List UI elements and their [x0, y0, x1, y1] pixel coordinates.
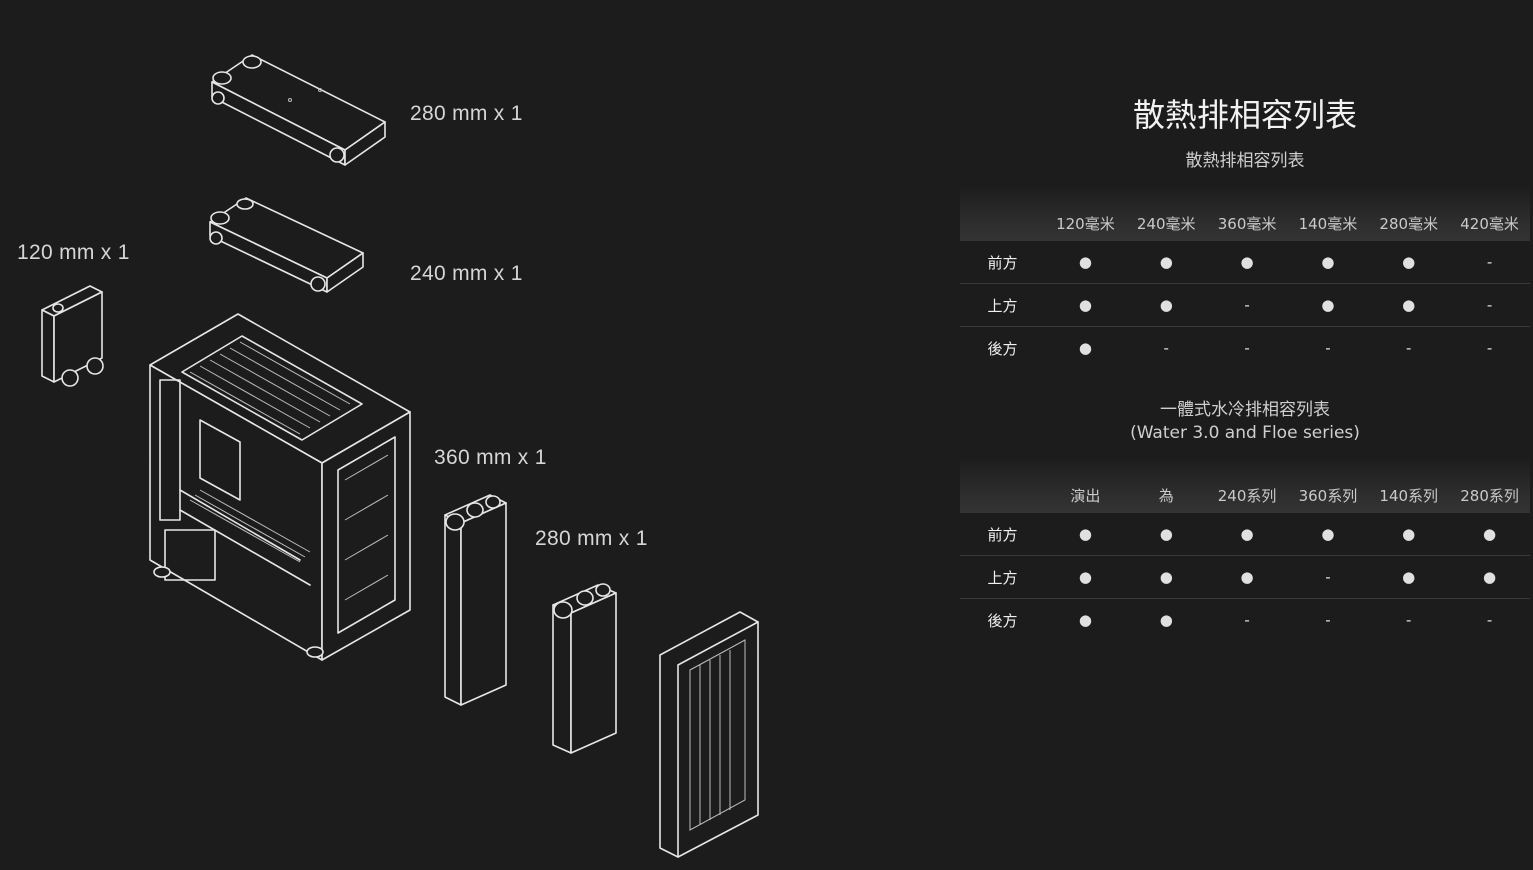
row-label: 前方	[960, 513, 1045, 556]
table-row: 後方 ● - - - - -	[960, 327, 1530, 370]
column-header: 為	[1125, 457, 1207, 513]
radiator-120-rear-drawing	[41, 285, 104, 387]
table-cell: ●	[1078, 611, 1092, 629]
table-cell: ●	[1368, 513, 1450, 556]
pc-case-drawing	[149, 313, 411, 661]
table-cell: -	[1163, 339, 1169, 357]
table-cell: ●	[1045, 283, 1126, 327]
row-label: 上方	[960, 555, 1045, 599]
column-header: 280系列	[1449, 457, 1530, 513]
column-header	[960, 185, 1045, 241]
table-row: 後方 ● ● - - - -	[960, 599, 1530, 642]
table-cell: ●	[1449, 513, 1530, 556]
column-header: 140毫米	[1287, 185, 1369, 241]
table-cell: ●	[1449, 555, 1530, 599]
radiator-compatibility-table: 120毫米 240毫米 360毫米 140毫米 280毫米 420毫米 前方 ●…	[960, 185, 1530, 369]
aio-compatibility-table: 演出 為 240系列 360系列 140系列 280系列 前方 ● ● ● ● …	[960, 457, 1530, 641]
table-cell: ●	[1368, 283, 1450, 327]
radiator-280-top-drawing	[211, 54, 386, 166]
front-panel-drawing	[659, 611, 759, 858]
table-cell: -	[1406, 611, 1412, 629]
column-header: 360系列	[1287, 457, 1369, 513]
table-cell: ●	[1125, 283, 1207, 327]
column-header: 120毫米	[1045, 185, 1126, 241]
table-cell: -	[1449, 283, 1530, 327]
label-280-top: 280 mm x 1	[410, 102, 523, 125]
table-cell: -	[1287, 555, 1369, 599]
column-header: 360毫米	[1206, 185, 1288, 241]
column-header: 240毫米	[1125, 185, 1207, 241]
row-label: 上方	[960, 283, 1045, 327]
case-exploded-illustration: 280 mm x 1 240 mm x 1 120 mm x 1 360 mm …	[17, 54, 759, 858]
table-cell: ●	[1045, 555, 1126, 599]
table-cell: -	[1486, 339, 1493, 357]
row-label: 前方	[960, 241, 1045, 284]
label-120-rear: 120 mm x 1	[17, 241, 130, 264]
radiator-360-front-drawing	[444, 494, 507, 706]
radiator-table-caption: 散熱排相容列表	[1185, 151, 1305, 171]
table-row: 上方 ● ● - ● ● -	[960, 283, 1530, 327]
label-240-top: 240 mm x 1	[410, 262, 523, 285]
table-cell: -	[1406, 339, 1412, 357]
table-cell: -	[1325, 339, 1331, 357]
table-row: 上方 ● ● ● - ● ●	[960, 555, 1530, 599]
table-cell: ●	[1206, 513, 1288, 556]
table-cell: -	[1449, 241, 1530, 284]
column-header: 140系列	[1368, 457, 1450, 513]
row-label: 後方	[987, 611, 1018, 630]
label-360-front: 360 mm x 1	[434, 446, 547, 469]
table-cell: -	[1325, 611, 1331, 629]
label-280-front: 280 mm x 1	[535, 527, 648, 550]
table-cell: ●	[1206, 241, 1288, 284]
table-cell: ●	[1045, 241, 1126, 284]
table-cell: ●	[1368, 555, 1450, 599]
aio-caption-line2: (Water 3.0 and Floe series)	[1130, 423, 1360, 443]
table-cell: ●	[1287, 283, 1369, 327]
column-header: 420毫米	[1449, 185, 1530, 241]
table-cell: ●	[1125, 555, 1207, 599]
column-header: 280毫米	[1368, 185, 1450, 241]
table-row: 前方 ● ● ● ● ● -	[960, 241, 1530, 284]
table-cell: -	[1244, 339, 1250, 357]
table-cell: ●	[1206, 555, 1288, 599]
column-header	[960, 457, 1045, 513]
table-cell: -	[1244, 611, 1250, 629]
page-title: 散熱排相容列表	[1132, 96, 1357, 134]
table-cell: ●	[1125, 241, 1207, 284]
column-header: 240系列	[1206, 457, 1288, 513]
table-cell: -	[1486, 611, 1493, 629]
radiator-240-top-drawing	[209, 197, 364, 293]
table-row: 前方 ● ● ● ● ● ●	[960, 513, 1530, 556]
radiator-280-front-drawing	[552, 583, 617, 754]
table-cell: ●	[1078, 339, 1092, 357]
table-cell: ●	[1125, 513, 1207, 556]
table-cell: -	[1206, 283, 1288, 327]
table-cell: ●	[1159, 611, 1173, 629]
column-header: 演出	[1045, 457, 1126, 513]
table-cell: ●	[1045, 513, 1126, 556]
table-cell: ●	[1287, 513, 1369, 556]
table-cell: ●	[1287, 241, 1369, 284]
table-cell: ●	[1368, 241, 1450, 284]
aio-caption-line1: 一體式水冷排相容列表	[1160, 400, 1330, 420]
aio-table-caption: 一體式水冷排相容列表 (Water 3.0 and Floe series)	[960, 399, 1530, 445]
row-label: 後方	[987, 339, 1018, 358]
